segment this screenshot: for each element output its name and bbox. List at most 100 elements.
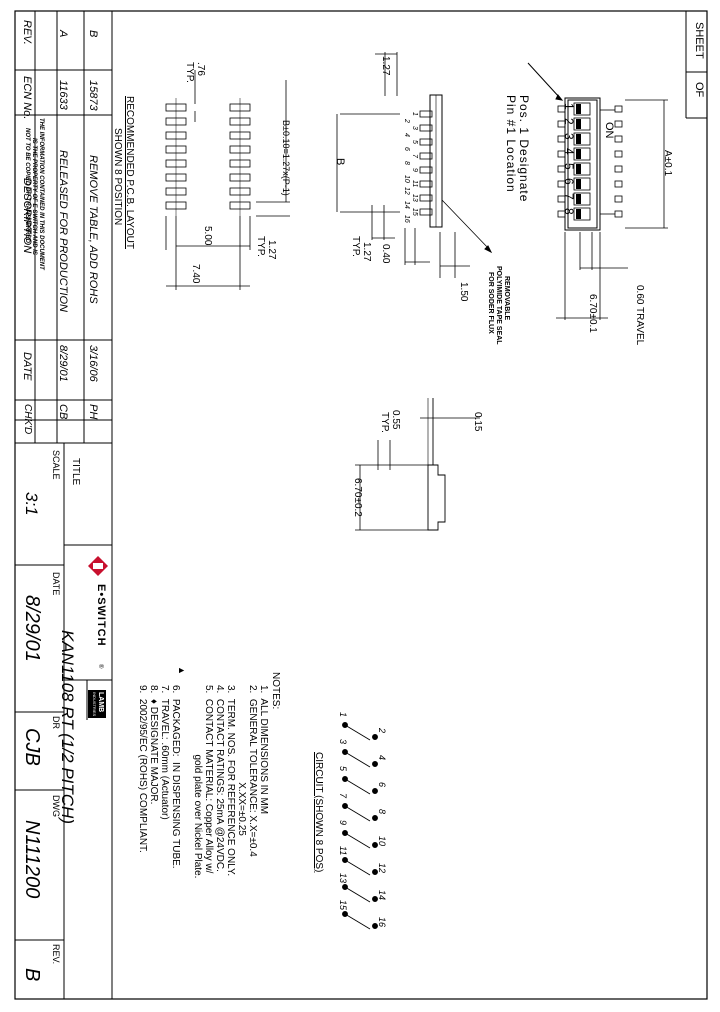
side-view-dimensions xyxy=(336,52,470,278)
rev-row-a-description: RELEASED FOR PRODUCTION xyxy=(57,150,69,312)
dim-travel: 0.60 TRAVEL xyxy=(634,285,645,346)
notes-heading: NOTES: xyxy=(270,672,281,710)
lamb-logo-box xyxy=(88,690,106,718)
pin-number: 6 xyxy=(403,147,410,151)
circuit-pin: 6 xyxy=(377,782,387,788)
dim-a: A±0.1 xyxy=(662,150,673,177)
circuit-pin: 16 xyxy=(377,917,387,928)
circuit-pin: 7 xyxy=(338,793,348,799)
circuit-diagram xyxy=(342,722,378,930)
note-5b: gold plate over Nickel Plate. xyxy=(192,685,203,879)
sheet-box xyxy=(685,11,707,119)
top-view-dimensions xyxy=(556,99,668,320)
tape-note-line-3: FOR SODER FLUX xyxy=(487,272,494,334)
eswitch-logo-text: E•SWITCH xyxy=(95,584,107,647)
dim-end-height: 6.70±0.2 xyxy=(352,478,363,517)
circuit-pin: 12 xyxy=(377,863,387,874)
dwg-label: DWG xyxy=(51,795,61,817)
note-1: 1. ALL DIMENSIONS IN MM xyxy=(258,685,269,815)
tape-note-line-1: REMOVABLE xyxy=(503,276,510,321)
note-7: 7. TRAVEL: .60mm (Actuator) xyxy=(159,685,170,820)
rev-row-b-description: REMOVE TABLE, ADD ROHS xyxy=(87,155,99,304)
rev-row-b-rev: B xyxy=(87,30,99,38)
drawing-title: KAN1108 RT (1/2 PITCH) xyxy=(58,630,77,824)
switch-number: 2 xyxy=(562,118,576,125)
pin-number: 7 xyxy=(411,154,418,158)
dim-127-pcb-typ: TYP. xyxy=(255,236,266,257)
pin-number: 3 xyxy=(411,126,418,130)
dim-015: 0.15 xyxy=(472,412,483,432)
pin-number: 4 xyxy=(403,133,410,137)
rev-header-rev: REV. xyxy=(21,20,33,45)
pin-number: 1 xyxy=(411,112,418,116)
circuit-pin: 1 xyxy=(338,712,348,718)
dwg-value: N111200 xyxy=(21,820,43,899)
dim-width: 6.70±0.1 xyxy=(587,294,598,333)
note-4: 4. CONTACT RATINGS: 25mA @24VDC. xyxy=(214,685,225,872)
top-view-switch xyxy=(527,62,623,231)
date-label: DATE xyxy=(51,572,61,596)
end-view-switch xyxy=(355,398,480,531)
dim-b: B xyxy=(334,158,346,166)
note-5: 5. CONTACT MATERIAL: Copper Alloy w/ xyxy=(203,685,214,874)
eswitch-logo-registered: ® xyxy=(97,664,103,669)
scale-label: SCALE xyxy=(51,450,61,480)
pcb-layout-subtitle: SHOWN 8 POSITION xyxy=(112,128,123,226)
dim-b-formula: B±0.10=1.27x(P-1) xyxy=(281,120,291,196)
pin-number: 5 xyxy=(411,140,418,144)
circuit-pin: 9 xyxy=(338,820,348,826)
switch-number: 8 xyxy=(562,208,576,215)
circuit-pin: 3 xyxy=(338,739,348,745)
dim-127-typ: 1.27 xyxy=(361,242,372,262)
pin-number: 16 xyxy=(403,215,410,223)
rev-row-a-chkd: CB xyxy=(57,404,69,420)
sheet-label: SHEET xyxy=(693,22,705,59)
revision-table-grid xyxy=(15,11,112,444)
note-9: 9. 2002/95/EC (ROHS) COMPLIANT. xyxy=(137,685,148,853)
on-label: ON xyxy=(603,122,615,139)
of-label: OF xyxy=(693,82,705,98)
dim-055-typ: TYP. xyxy=(379,412,390,433)
circuit-pin: 5 xyxy=(338,766,348,772)
circuit-pin: 10 xyxy=(377,836,387,847)
circuit-pin: 14 xyxy=(377,890,387,901)
pin-number: 14 xyxy=(403,201,410,209)
switch-number: 3 xyxy=(562,133,576,140)
outer-border xyxy=(14,10,708,1000)
rev-header-date: DATE xyxy=(21,352,33,381)
pos1-note-line-2: Pin #1 Location xyxy=(504,95,518,193)
dim-076: .76 xyxy=(195,62,206,76)
dr-value: CJB xyxy=(21,728,43,766)
dim-740: 7.40 xyxy=(190,264,201,284)
circuit-pin: 11 xyxy=(338,846,348,856)
dim-055: 0.55 xyxy=(390,410,401,430)
pin-number: 11 xyxy=(411,180,418,188)
scale-value: 3:1 xyxy=(22,492,41,516)
dim-040: 0.40 xyxy=(380,244,391,264)
lamb-logo-sub: INDUSTRIES xyxy=(92,692,97,717)
rev-row-a-ecn: 11633 xyxy=(57,80,69,110)
circuit-pin: 15 xyxy=(338,900,348,911)
date-value: 8/29/01 xyxy=(21,595,43,662)
pin-number: 8 xyxy=(403,161,410,165)
switch-number: 1 xyxy=(562,103,576,110)
rev-row-b-date: 3/16/06 xyxy=(87,345,99,382)
pin-number: 13 xyxy=(411,194,418,202)
switch-number: 4 xyxy=(562,148,576,155)
pin-number: 2 xyxy=(403,119,410,123)
side-view-switch xyxy=(419,94,493,254)
note-2: 2. GENERAL TOLERANCE: X.X=±0.4 xyxy=(247,685,258,857)
dim-127-pcb: 1.27 xyxy=(266,240,277,260)
tape-note-line-2: POLYIMIDE TAPE SEAL xyxy=(495,266,502,345)
switch-number: 7 xyxy=(562,193,576,200)
rev-label: REV. xyxy=(51,944,61,965)
note-8: 8. ♦ DESIGNATE MAJOR. xyxy=(148,685,159,805)
rev-row-a-rev: A xyxy=(57,30,69,38)
note-6: 6. PACKAGED: IN DISPENSING TUBE. xyxy=(170,685,181,869)
dim-076-typ: TYP. xyxy=(184,62,195,83)
notice-line-1: THE INFORMATION CONTAINED IN THIS DOCUME… xyxy=(38,118,44,270)
circuit-pin: 2 xyxy=(377,728,387,734)
rev-row-a-date: 8/29/01 xyxy=(57,345,69,382)
switch-number: 6 xyxy=(562,178,576,185)
